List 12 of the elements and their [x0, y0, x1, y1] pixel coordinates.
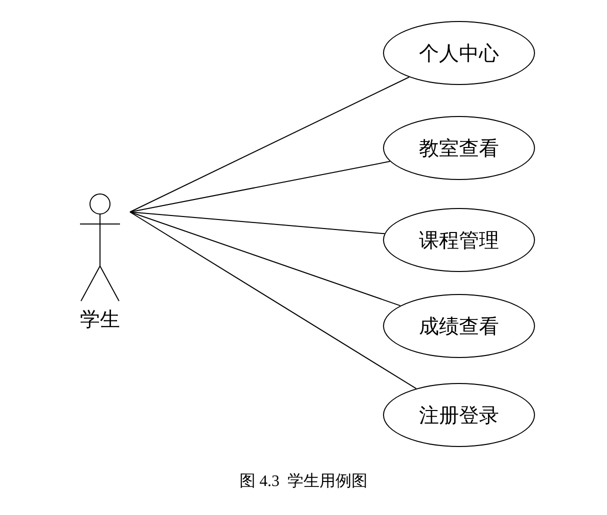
association-line: [130, 212, 401, 306]
figure-caption: 图 4.3 学生用例图: [240, 472, 368, 492]
association-line: [130, 76, 410, 212]
use-case-label: 教室查看: [419, 135, 499, 162]
association-line: [130, 160, 390, 212]
use-case-label: 成绩查看: [419, 313, 499, 340]
use-case-label: 课程管理: [419, 227, 499, 254]
actor-label: 学生: [80, 309, 120, 329]
use-case-label: 注册登录: [419, 402, 499, 429]
association-line: [130, 212, 417, 390]
use-case-label: 个人中心: [419, 40, 499, 67]
association-line: [130, 212, 385, 234]
